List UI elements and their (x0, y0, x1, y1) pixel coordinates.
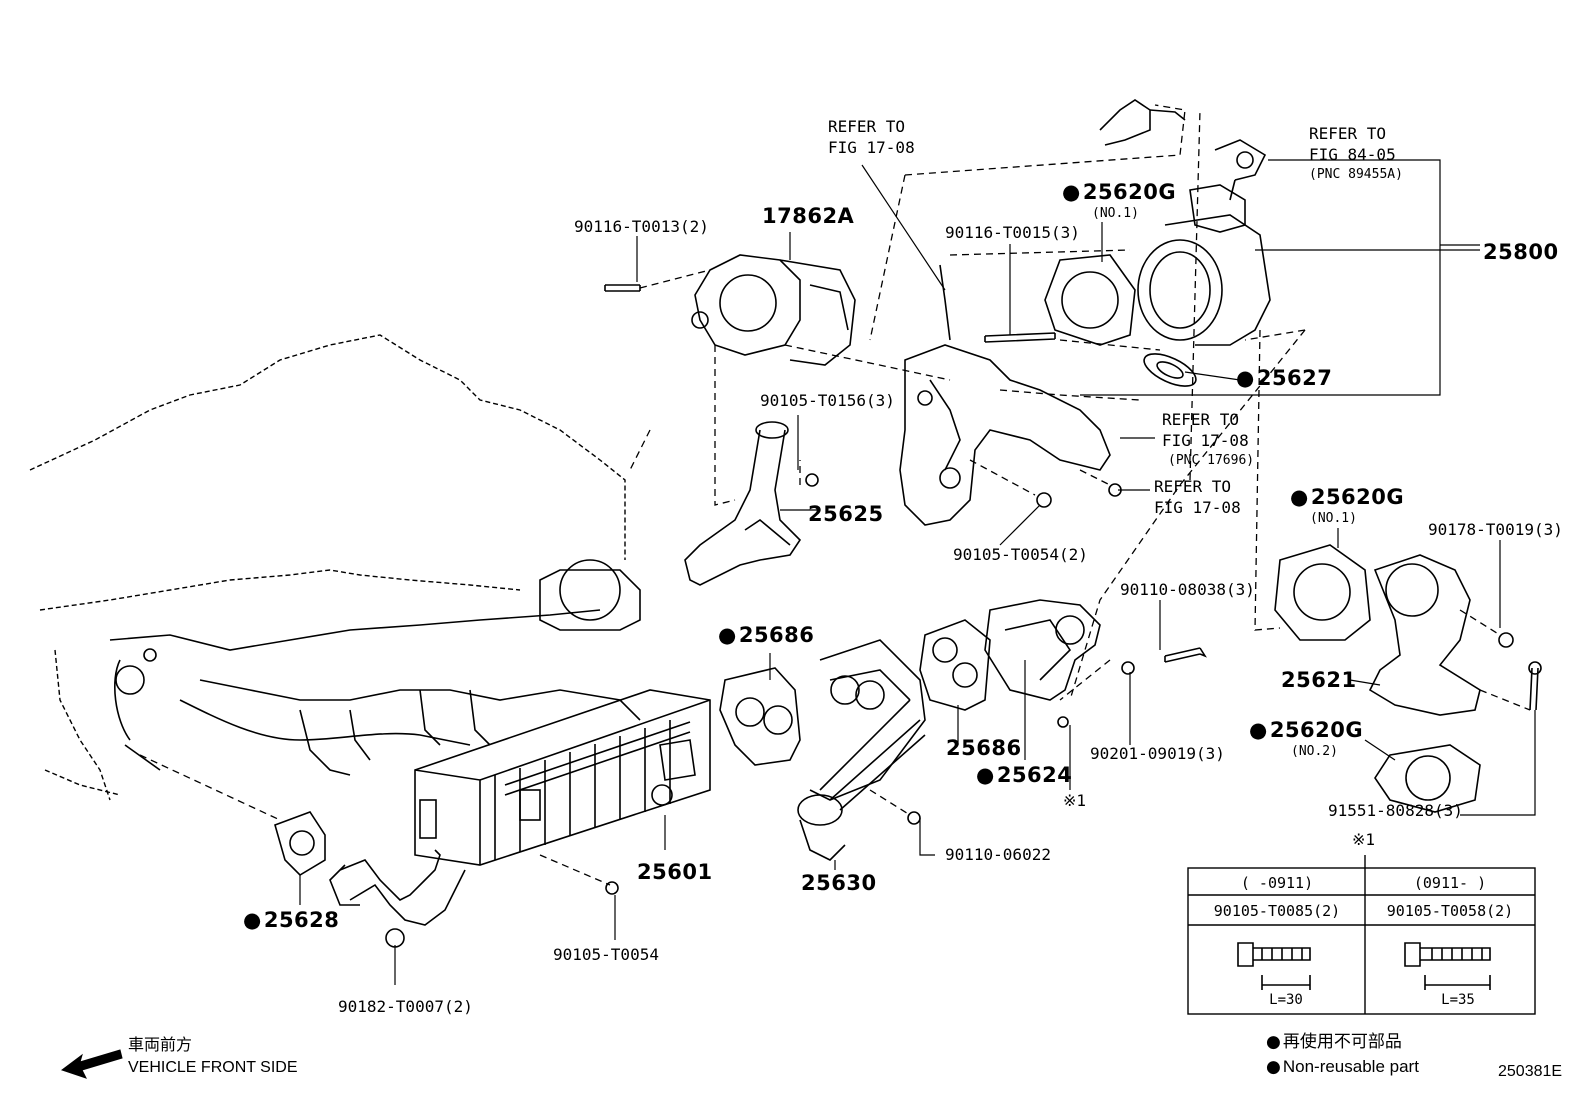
label-90110-08038: 90110-08038(3) (1120, 580, 1255, 599)
label-90105-t0156: 90105-T0156(3) (760, 391, 895, 410)
refer-fig-17-08-b: REFER TO FIG 17-08 (PNC 17696) (1162, 410, 1255, 468)
gasket-25686-a (719, 667, 801, 766)
label-91551-80828: 91551-80828(3) (1328, 801, 1463, 820)
label-90178-t0019: 90178-T0019(3) (1428, 520, 1563, 539)
dashed-leaders (139, 104, 1531, 886)
label-90105-t0054: 90105-T0054 (553, 945, 659, 964)
label-25620g-a: 25620G (1062, 182, 1176, 203)
gasket-25686-b (919, 619, 991, 711)
legend-en: Non-reusable part (1266, 1058, 1419, 1076)
label-90105-t0054-2: 90105-T0054(2) (953, 545, 1088, 564)
gasket-25628 (274, 811, 326, 877)
label-90116-t0013: 90116-T0013(2) (574, 217, 709, 236)
refer-fig-17-08-c: REFER TO FIG 17-08 (1154, 477, 1241, 517)
adapter-25624 (984, 599, 1101, 701)
label-25686-b: 25686 (946, 736, 1022, 760)
label-17862a: 17862A (762, 204, 855, 228)
table-col1-length: L=30 (1269, 992, 1303, 1008)
egr-pipe (329, 849, 466, 948)
label-note-mark: ※1 (1063, 791, 1087, 810)
label-90116-t0015: 90116-T0015(3) (945, 223, 1080, 242)
label-90182-t0007: 90182-T0007(2) (338, 997, 473, 1016)
egr-valve-25800 (1137, 139, 1271, 346)
table-col2-part: 90105-T0058(2) (1386, 902, 1514, 920)
gasket-25620g-a (1044, 254, 1136, 346)
label-25624: 25624 (976, 765, 1072, 786)
egr-valve-body-25630 (797, 639, 926, 861)
gasket-25620g-c (1374, 744, 1481, 813)
label-90201-09019: 90201-09019(3) (1090, 744, 1225, 763)
label-25620g-b-sub: (NO.1) (1310, 511, 1357, 526)
egr-pipe-center (899, 264, 1111, 526)
table-col2-range: (0911- ) (1413, 874, 1487, 892)
table-mark: ※1 (1352, 830, 1376, 849)
flange-25621 (1368, 554, 1481, 716)
label-90110-06022: 90110-06022 (945, 845, 1051, 864)
label-25620g-c-sub: (NO.2) (1291, 744, 1338, 759)
legend-jp: 再使用不可部品 (1266, 1033, 1402, 1051)
table-col1-part: 90105-T0085(2) (1213, 902, 1341, 920)
label-25601: 25601 (637, 860, 713, 884)
table-bolt-2 (1404, 942, 1491, 990)
variant-table (1187, 855, 1536, 1015)
refer-fig-84-05: REFER TO FIG 84-05 (PNC 89455A) (1309, 124, 1403, 182)
gasket-25627 (1143, 353, 1197, 387)
label-25620g-c: 25620G (1249, 720, 1363, 741)
diagram-id: 250381E (1498, 1063, 1563, 1080)
label-25620g-a-sub: (NO.1) (1092, 206, 1139, 221)
label-25628: 25628 (243, 910, 339, 931)
label-25625: 25625 (808, 502, 884, 526)
refer-fig-17-08-a: REFER TO FIG 17-08 (828, 117, 915, 157)
bolts (124, 284, 1542, 895)
callout-leaders (299, 159, 1536, 985)
label-25621: 25621 (1281, 668, 1357, 692)
table-col2-length: L=35 (1441, 992, 1475, 1008)
engine-block-outline (29, 334, 626, 801)
gasket-25620g-b (1274, 544, 1371, 641)
front-label-jp: 車両前方 (128, 1037, 193, 1054)
label-25630: 25630 (801, 871, 877, 895)
label-25627: 25627 (1236, 368, 1332, 389)
table-bolt-1 (1237, 942, 1311, 990)
front-label-en: VEHICLE FRONT SIDE (128, 1059, 298, 1076)
throttle-17862a (691, 254, 856, 366)
intake-manifold (109, 559, 641, 776)
vacuum-hose (1099, 99, 1186, 146)
label-25620g-b: 25620G (1290, 487, 1404, 508)
table-col1-range: ( -0911) (1240, 874, 1314, 892)
egr-cooler (414, 689, 711, 866)
bracket-25625 (684, 421, 802, 586)
front-arrow-icon (60, 1049, 123, 1079)
label-25800: 25800 (1483, 240, 1559, 264)
label-25686-a: 25686 (718, 625, 814, 646)
